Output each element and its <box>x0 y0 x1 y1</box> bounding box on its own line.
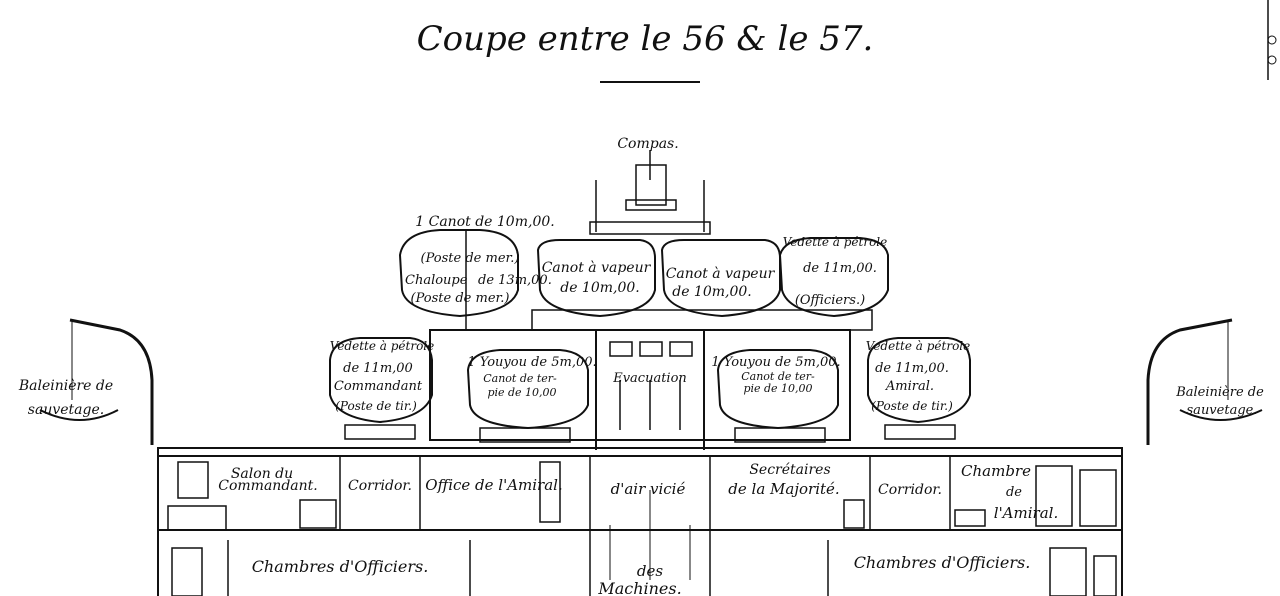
label-baleiniere-right-2: sauvetage. <box>1187 403 1258 418</box>
label-vedette-officers-2: de 11m,00. <box>803 261 877 276</box>
label-youyou-right-1: 1 Youyou de 5m,00. <box>711 355 840 370</box>
drawing-title: Coupe entre le 56 & le 57. <box>417 19 874 59</box>
label-baleiniere-left-1: Baleinière de <box>18 378 113 394</box>
labels: Compas. 1 Canot de 10m,00. (Poste de mer… <box>18 136 1264 596</box>
label-de-13: de 13m,00. <box>478 273 552 288</box>
label-chaloupe: Chaloupe <box>405 273 468 288</box>
label-youyou-right-2: Canot de ter- <box>741 370 815 383</box>
label-vedette-cmd-1: Vedette à pétrole <box>330 339 434 353</box>
label-baleiniere-right-1: Baleinière de <box>1175 385 1264 400</box>
label-poste-mer-2: (Poste de mer.) <box>411 291 510 306</box>
main-deck <box>157 447 1123 596</box>
label-poste-tir-right: (Poste de tir.) <box>871 399 953 413</box>
label-secretaires-2: de la Majorité. <box>728 480 839 498</box>
label-salon-1: Salon du <box>231 466 293 482</box>
label-vedette-amiral-1: Vedette à pétrole <box>866 339 970 353</box>
youyou-right-boat <box>716 349 839 443</box>
label-air-vicie: d'air vicié <box>611 480 686 498</box>
label-canot-10: 1 Canot de 10m,00. <box>415 214 554 230</box>
label-des: des <box>637 562 663 580</box>
label-officiers: (Officiers.) <box>795 293 865 308</box>
launch-10m-boat <box>398 229 519 330</box>
label-vedette-amiral-2: de 11m,00. <box>875 361 949 376</box>
label-machines: Machines. <box>597 579 681 596</box>
label-poste-mer-1: (Poste de mer.) <box>421 251 520 266</box>
davit-left <box>39 318 154 445</box>
label-amiral: Amiral. <box>885 379 934 394</box>
label-canot-vapeur-left-2: de 10m,00. <box>560 280 640 296</box>
label-chambre-1: Chambre <box>961 462 1031 480</box>
label-chambre-2: de <box>1006 485 1022 500</box>
label-office-amiral: Office de l'Amiral. <box>425 476 562 494</box>
vedette-amiral-boat <box>867 337 971 440</box>
label-vedette-officers-1: Vedette à pétrole <box>783 235 887 249</box>
label-youyou-left-2: Canot de ter- <box>483 372 557 385</box>
youyou-left-boat <box>466 349 589 443</box>
label-commandant: Commandant <box>334 379 423 394</box>
label-baleiniere-left-2: sauvetage. <box>28 402 104 418</box>
label-evacuation: Evacuation <box>612 371 687 386</box>
label-poste-tir-left: (Poste de tir.) <box>335 399 417 413</box>
vedette-commandant-boat <box>329 337 433 440</box>
edge-marker <box>1267 0 1277 80</box>
label-salon-2: Commandant. <box>218 478 317 494</box>
label-secretaires-1: Secrétaires <box>749 462 830 478</box>
label-youyou-left-3: pie de 10,00 <box>487 386 556 399</box>
label-canot-vapeur-right-1: Canot à vapeur <box>666 266 776 282</box>
davit-right <box>1146 318 1263 445</box>
label-corridor-right: Corridor. <box>878 482 942 498</box>
label-corridor-left: Corridor. <box>348 478 412 494</box>
label-chambres-officiers-left: Chambres d'Officiers. <box>252 557 429 576</box>
label-youyou-left-1: 1 Youyou de 5m,00. <box>467 355 596 370</box>
label-chambre-3: l'Amiral. <box>994 504 1058 522</box>
label-youyou-right-3: pie de 10,00 <box>743 382 812 395</box>
label-canot-vapeur-right-2: de 10m,00. <box>672 284 752 300</box>
label-canot-vapeur-left-1: Canot à vapeur <box>542 260 652 276</box>
label-vedette-cmd-2: de 11m,00 <box>343 361 413 376</box>
label-chambres-officiers-right: Chambres d'Officiers. <box>854 553 1031 572</box>
label-compas: Compas. <box>617 136 678 152</box>
upper-deck <box>429 309 873 450</box>
compass-mast <box>589 150 711 235</box>
steam-launch-left <box>536 239 656 318</box>
